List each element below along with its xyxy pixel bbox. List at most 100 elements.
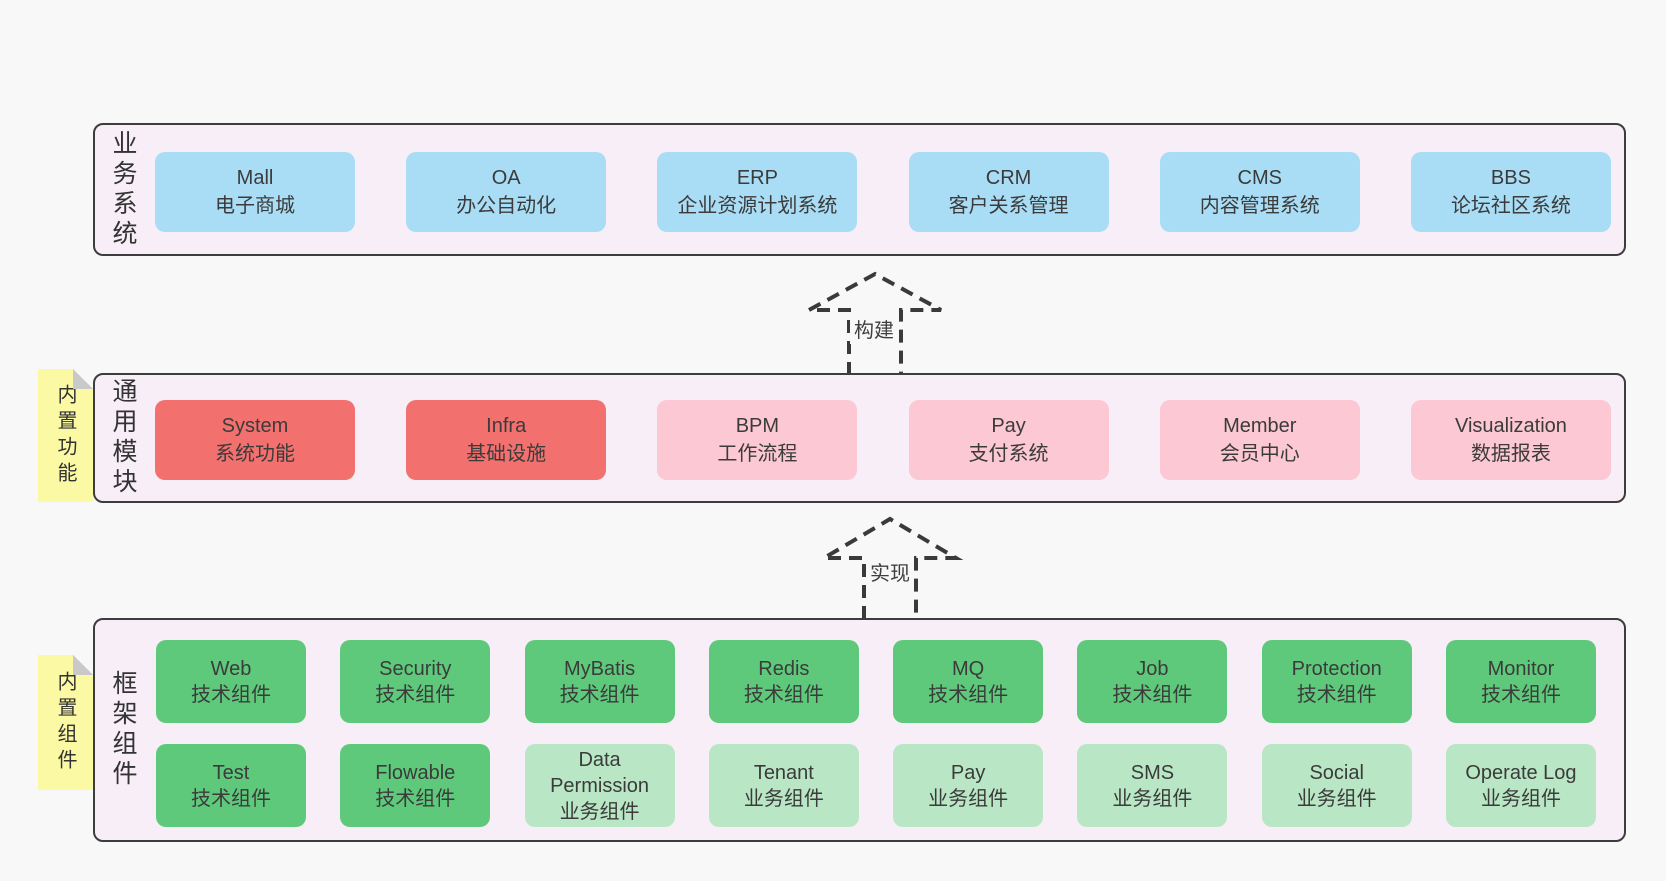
sticky-tab-built-in-functions: 内置功能 <box>38 369 93 502</box>
box-subtitle: 办公自动化 <box>456 195 557 217</box>
box-oa: OA 办公自动化 <box>406 152 607 232</box>
box-cms: CMS 内容管理系统 <box>1159 152 1360 232</box>
box-subtitle: 技术组件 <box>743 683 824 706</box>
box-redis: Redis 技术组件 <box>708 640 859 723</box>
box-tenant: Tenant 业务组件 <box>708 744 859 827</box>
box-title: BPM <box>735 415 780 437</box>
box-security: Security 技术组件 <box>340 640 491 723</box>
box-flowable: Flowable 技术组件 <box>340 744 491 827</box>
box-title: Pay <box>991 415 1026 437</box>
box-title: Test <box>212 761 250 784</box>
box-title: Security <box>379 657 452 680</box>
box-mall: Mall 电子商城 <box>155 152 355 232</box>
tab-label: 内置功能 <box>54 383 76 488</box>
box-subtitle: 支付系统 <box>968 443 1049 465</box>
box-subtitle: 会员中心 <box>1219 443 1300 465</box>
box-sms: SMS 业务组件 <box>1077 744 1228 827</box>
folded-corner <box>73 655 93 675</box>
box-title: Monitor <box>1487 657 1555 680</box>
box-title: BBS <box>1490 167 1531 189</box>
box-subtitle: 论坛社区系统 <box>1450 195 1571 217</box>
box-title: Job <box>1136 657 1169 680</box>
box-subtitle: 电子商城 <box>215 195 295 217</box>
box-subtitle: 客户关系管理 <box>948 195 1069 217</box>
box-title: MyBatis <box>564 657 636 680</box>
box-system: System 系统功能 <box>155 400 355 480</box>
arrow-label-build: 构建 <box>850 313 898 344</box>
box-subtitle: 技术组件 <box>1112 683 1193 706</box>
tab-label: 内置组件 <box>54 670 76 775</box>
box-protection: Protection 技术组件 <box>1261 640 1412 723</box>
sticky-tab-built-in-components: 内置组件 <box>38 655 93 790</box>
layer-business-systems: 业务系统 Mall 电子商城 OA 办公自动化 ERP 企业资源计划系统 CRM… <box>93 123 1626 256</box>
box-web: Web 技术组件 <box>156 640 306 723</box>
box-subtitle: 数据报表 <box>1470 443 1551 465</box>
box-subtitle: 技术组件 <box>191 787 271 810</box>
box-title: ERP <box>736 167 778 189</box>
box-subtitle: 技术组件 <box>559 683 640 706</box>
box-title: Operate Log <box>1465 761 1577 784</box>
box-title: Web <box>210 657 252 680</box>
box-erp: ERP 企业资源计划系统 <box>657 152 858 232</box>
box-subtitle: 技术组件 <box>1480 683 1561 706</box>
layer-title-common-modules: 通用模块 <box>109 378 137 498</box>
component-box-row-1: Web 技术组件 Security 技术组件 MyBatis 技术组件 Redi… <box>156 640 1596 723</box>
box-title: CRM <box>985 167 1032 189</box>
box-subtitle: 技术组件 <box>1296 683 1377 706</box>
box-subtitle: 业务组件 <box>743 787 824 810</box>
box-title: MQ <box>952 657 985 680</box>
business-box-row: Mall 电子商城 OA 办公自动化 ERP 企业资源计划系统 CRM 客户关系… <box>155 152 1611 232</box>
box-title: Flowable <box>375 761 456 784</box>
arrow-label-implement: 实现 <box>866 556 914 587</box>
layer-common-modules: 通用模块 System 系统功能 Infra 基础设施 BPM 工作流程 Pay… <box>93 373 1626 503</box>
box-title: Protection <box>1291 657 1382 680</box>
box-title: OA <box>491 167 521 189</box>
box-title: Member <box>1223 415 1297 437</box>
box-title: Social <box>1309 761 1364 784</box>
module-box-row: System 系统功能 Infra 基础设施 BPM 工作流程 Pay 支付系统… <box>155 400 1611 480</box>
layer-framework-components: 框架组件 Web 技术组件 Security 技术组件 MyBatis 技术组件… <box>93 618 1626 842</box>
box-mybatis: MyBatis 技术组件 <box>524 640 675 723</box>
box-data-permission: Data Permission 业务组件 <box>524 744 675 827</box>
dashed-up-arrow-implement <box>816 516 964 619</box>
box-subtitle: 业务组件 <box>559 800 640 823</box>
box-pay-component: Pay 业务组件 <box>893 744 1044 827</box>
box-subtitle: 业务组件 <box>1296 787 1377 810</box>
box-operate-log: Operate Log 业务组件 <box>1445 744 1596 827</box>
box-infra: Infra 基础设施 <box>406 400 607 480</box>
box-subtitle: 业务组件 <box>928 787 1009 810</box>
layer-title-business-systems: 业务系统 <box>109 129 137 250</box>
box-bbs: BBS 论坛社区系统 <box>1410 152 1611 232</box>
box-title: Tenant <box>753 761 814 784</box>
box-title: CMS <box>1237 167 1282 189</box>
box-title: Mall <box>236 167 274 189</box>
box-social: Social 业务组件 <box>1261 744 1412 827</box>
box-subtitle: 技术组件 <box>928 683 1009 706</box>
box-job: Job 技术组件 <box>1077 640 1228 723</box>
box-subtitle: 系统功能 <box>215 443 295 465</box>
box-subtitle: 业务组件 <box>1480 787 1561 810</box>
box-member: Member 会员中心 <box>1159 400 1360 480</box>
box-subtitle: 企业资源计划系统 <box>677 195 838 217</box>
box-bpm: BPM 工作流程 <box>657 400 858 480</box>
box-title: Redis <box>758 657 810 680</box>
box-title: SMS <box>1130 761 1175 784</box>
box-mq: MQ 技术组件 <box>893 640 1044 723</box>
layer-title-framework-components: 框架组件 <box>109 670 137 790</box>
folded-corner <box>73 369 93 389</box>
box-title: System <box>221 415 289 437</box>
box-title: Data Permission <box>550 748 650 797</box>
box-subtitle: 工作流程 <box>717 443 798 465</box>
box-subtitle: 技术组件 <box>191 683 271 706</box>
box-title: Pay <box>950 761 986 784</box>
box-subtitle: 技术组件 <box>375 787 456 810</box>
box-title: Visualization <box>1454 415 1567 437</box>
box-subtitle: 业务组件 <box>1112 787 1193 810</box>
box-subtitle: 技术组件 <box>375 683 456 706</box>
box-subtitle: 内容管理系统 <box>1199 195 1320 217</box>
dashed-up-arrow-build <box>808 271 942 375</box>
box-monitor: Monitor 技术组件 <box>1445 640 1596 723</box>
box-subtitle: 基础设施 <box>466 443 547 465</box>
box-title: Infra <box>486 415 527 437</box>
